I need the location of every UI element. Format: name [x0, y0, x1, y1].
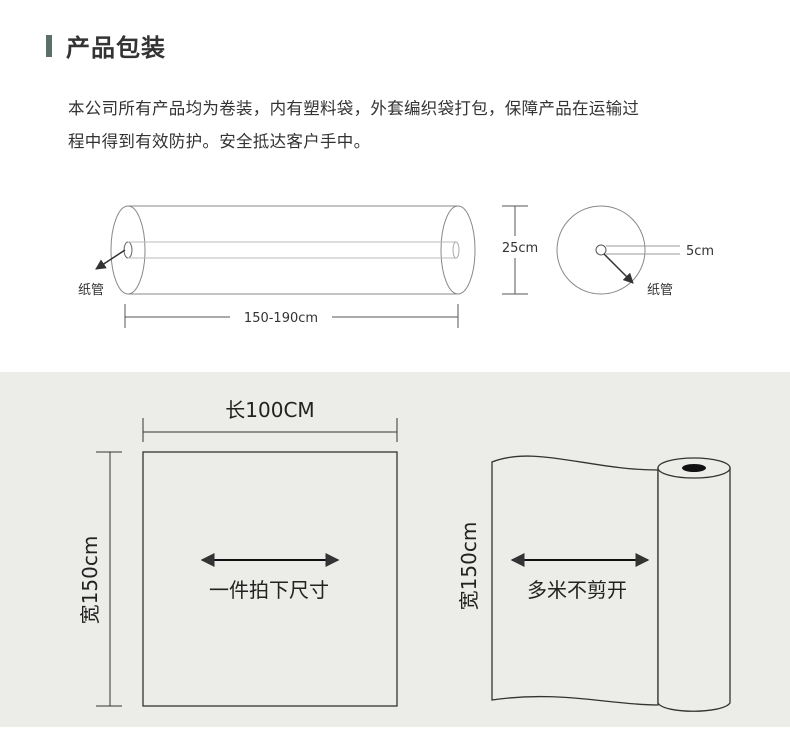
roll-end-core [595, 244, 607, 256]
packaging-info-section [0, 0, 790, 372]
end-paper-tube-pointer [603, 253, 634, 284]
sheet-rectangle [142, 451, 398, 707]
roll-body [657, 467, 731, 712]
sheet-width-label: 宽150cm [78, 536, 102, 625]
description-line-1: 本公司所有产品均为卷装，内有塑料袋，外套编织袋打包，保障产品在运输过 [68, 99, 640, 118]
sheet-length-label: 长100CM [225, 398, 314, 422]
sheet-length-dimension [142, 418, 398, 442]
paper-tube-pointer [95, 249, 126, 270]
sheet-width-dimension [96, 451, 122, 707]
roll-core-left [123, 241, 133, 259]
roll-right-end [440, 205, 476, 295]
roll-end-circle [556, 205, 646, 295]
paper-tube-label: 纸管 [78, 283, 104, 298]
section-description: 本公司所有产品均为卷装，内有塑料袋，外套编织袋打包，保障产品在运输过 程中得到有… [68, 92, 758, 158]
roll-side-view [110, 205, 476, 295]
end-paper-tube-label: 纸管 [647, 283, 673, 298]
roll-core-right [452, 241, 460, 259]
section-title: 产品包装 [66, 34, 166, 62]
title-accent-bar [46, 35, 52, 57]
roll-sheet-instruction: 多米不剪开 [527, 578, 627, 602]
roll-length-dimension [124, 304, 459, 328]
roll-length-label: 150-190cm [244, 311, 318, 326]
sheet-instruction: 一件拍下尺寸 [209, 578, 329, 602]
roll-left-end [110, 205, 146, 295]
roll-diameter-dimension [502, 205, 528, 295]
roll-top-core-icon [682, 464, 706, 472]
roll-sheet-width-label: 宽150cm [457, 522, 481, 611]
description-line-2: 程中得到有效防护。安全抵达客户手中。 [68, 132, 371, 151]
roll-diameter-label: 25cm [502, 241, 538, 256]
roll-end-view [556, 205, 680, 295]
core-size-label: 5cm [686, 244, 714, 259]
footer-strip [0, 727, 790, 739]
